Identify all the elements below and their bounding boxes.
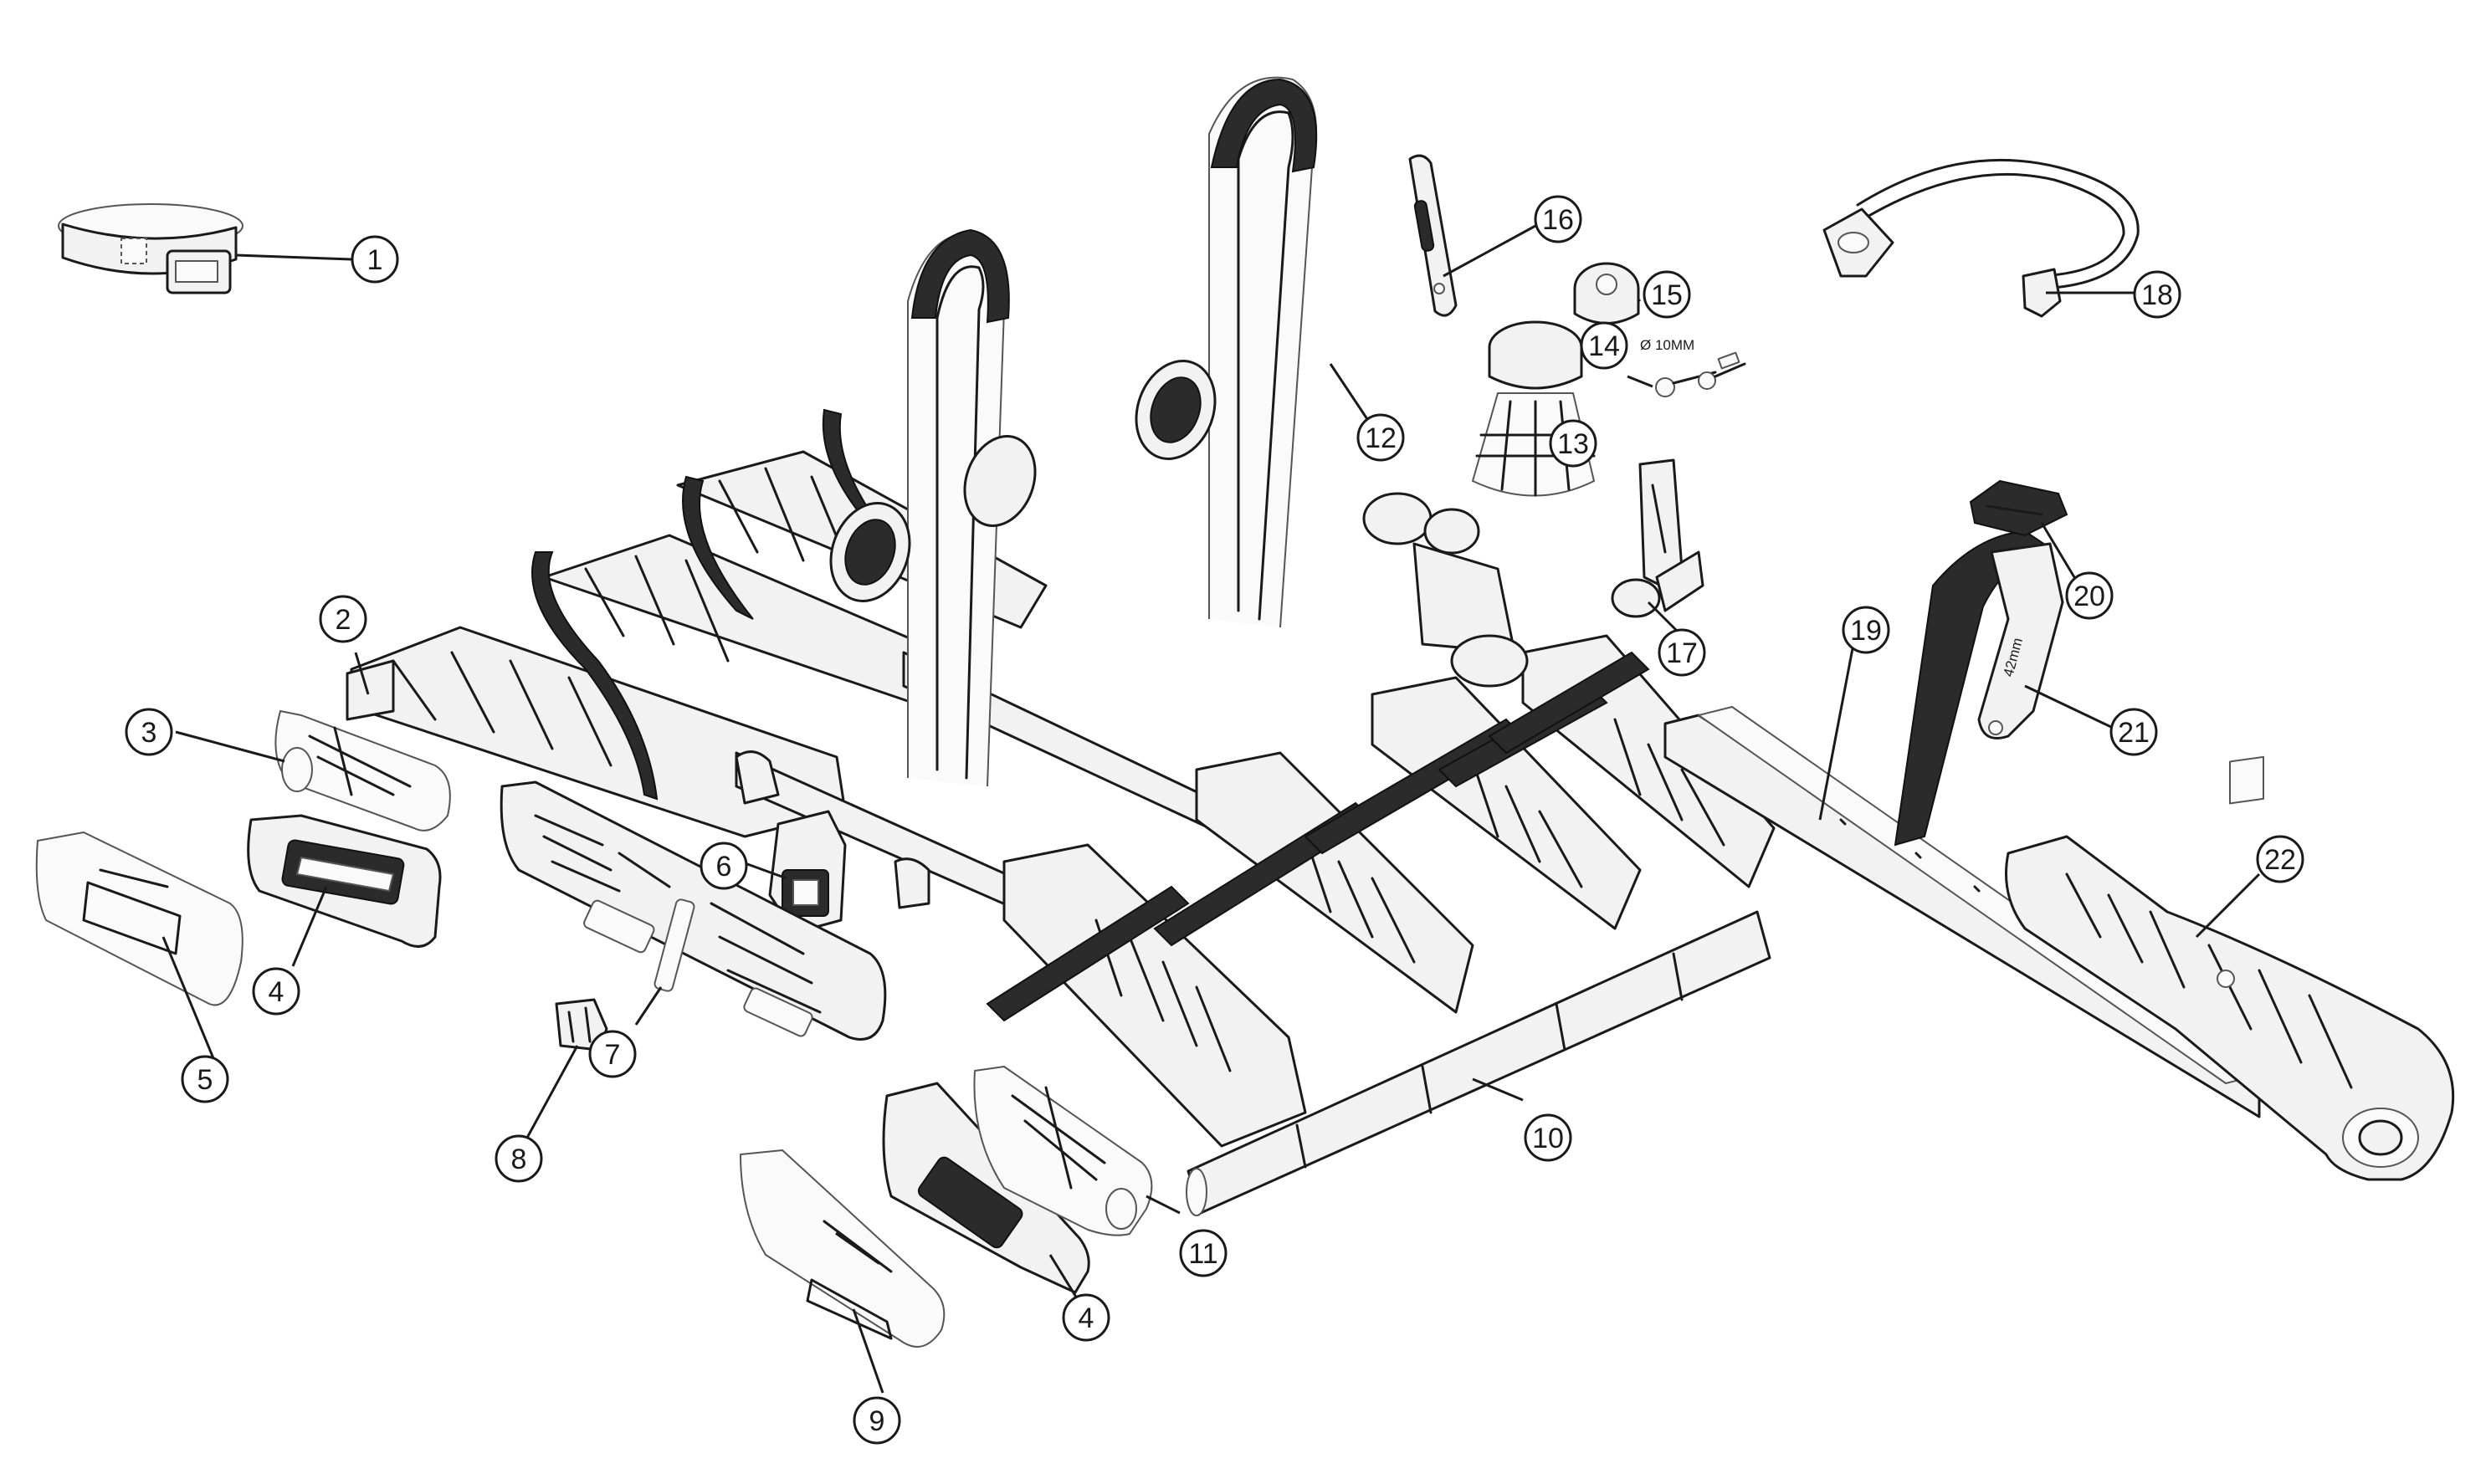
callout-circle — [1658, 628, 1706, 677]
callout-7: 7 — [588, 1030, 637, 1078]
callout-circle — [1842, 606, 1890, 654]
callout-circle — [2133, 270, 2181, 319]
callout-17: 17 — [1658, 628, 1706, 677]
part-knob-cap — [1573, 262, 1640, 325]
part-cable-lock — [1822, 158, 2140, 318]
callout-5: 5 — [181, 1055, 229, 1103]
callout-circle — [2109, 708, 2158, 756]
callout-circle — [1062, 1293, 1110, 1342]
callout-circle — [252, 967, 300, 1016]
callout-14: 14 — [1580, 321, 1628, 370]
callout-number: 20 — [2073, 581, 2105, 612]
callout-circle — [1524, 1113, 1572, 1162]
callout-number: 18 — [2141, 279, 2173, 311]
callout-2: 2 — [319, 595, 367, 643]
part-strap-loop — [58, 203, 243, 294]
callout-number: 13 — [1557, 428, 1589, 460]
leader-lines — [161, 224, 2261, 1394]
callout-number: 9 — [869, 1405, 885, 1437]
callout-number: 4 — [269, 976, 284, 1008]
callout-16: 16 — [1534, 195, 1582, 243]
part-light-unit-right — [882, 1082, 1090, 1294]
callout-circle — [351, 235, 399, 284]
callout-circle — [700, 842, 748, 890]
part-light-unit-left — [247, 814, 442, 948]
callout-13: 13 — [1549, 419, 1597, 468]
callout-22: 22 — [2256, 835, 2304, 883]
callout-circle — [1179, 1229, 1228, 1277]
part-lever-handle — [1611, 458, 1704, 618]
callout-9: 9 — [853, 1396, 901, 1445]
part-light-cover-left — [35, 832, 243, 1006]
part-light-housing-left — [274, 710, 451, 832]
part-keys — [1655, 351, 1746, 397]
callout-number: 12 — [1365, 422, 1397, 454]
callout-21: 21 — [2109, 708, 2158, 756]
callout-10: 10 — [1524, 1113, 1572, 1162]
callout-circle — [2065, 571, 2114, 620]
callout-4: 4 — [252, 967, 300, 1016]
part-strap-buckle — [1969, 479, 2068, 537]
callout-circle — [1643, 270, 1691, 319]
part-connector — [768, 810, 847, 934]
callout-circle — [2256, 835, 2304, 883]
callout-number: 7 — [605, 1039, 621, 1071]
callout-number: 22 — [2264, 844, 2296, 876]
part-small-clip — [555, 998, 608, 1052]
callout-6: 6 — [700, 842, 748, 890]
callout-number: 21 — [2118, 717, 2150, 749]
callout-number: 16 — [1542, 204, 1574, 236]
callout-number: 3 — [141, 717, 157, 749]
callout-number: 6 — [716, 851, 732, 883]
callout-circle — [588, 1030, 637, 1078]
callout-circle — [1580, 321, 1628, 370]
callout-1: 1 — [351, 235, 399, 284]
callout-19: 19 — [1842, 606, 1890, 654]
callout-number: 2 — [336, 604, 351, 636]
part-lock-cylinder — [1472, 320, 1596, 497]
key-size-annotation: Ø 10MM — [1640, 337, 1694, 353]
callout-circle — [181, 1055, 229, 1103]
callout-18: 18 — [2133, 270, 2181, 319]
callout-number: 19 — [1850, 615, 1882, 647]
part-wheel-tray — [2005, 835, 2455, 1181]
callout-11: 11 — [1179, 1229, 1228, 1277]
callout-circle — [1534, 195, 1582, 243]
callout-number: 1 — [367, 244, 383, 276]
callout-number: 5 — [197, 1064, 213, 1096]
callout-8: 8 — [495, 1134, 543, 1183]
callout-circle — [853, 1396, 901, 1445]
callout-circle — [125, 708, 173, 756]
part-main-rack-assembly — [346, 76, 1776, 1216]
callout-number: 14 — [1588, 330, 1620, 362]
callout-number: 17 — [1666, 637, 1698, 669]
callout-circle — [319, 595, 367, 643]
callout-circle — [495, 1134, 543, 1183]
callout-3: 3 — [125, 708, 173, 756]
part-small-strap — [1408, 154, 1458, 317]
callout-4: 4 — [1062, 1293, 1110, 1342]
callout-number: 15 — [1651, 279, 1683, 311]
callout-circle — [1356, 413, 1405, 462]
callout-number: 11 — [1188, 1238, 1217, 1270]
callout-number: 4 — [1079, 1302, 1094, 1334]
callout-number: 8 — [511, 1144, 527, 1175]
callout-circle — [1549, 419, 1597, 468]
part-number-plate — [500, 780, 887, 1041]
part-long-strap: 42mm — [1894, 530, 2064, 847]
callout-number: 10 — [1532, 1123, 1564, 1154]
part-light-housing-right — [973, 1066, 1153, 1236]
callout-15: 15 — [1643, 270, 1691, 319]
callout-12: 12 — [1356, 413, 1405, 462]
callout-20: 20 — [2065, 571, 2114, 620]
part-light-cover-right — [740, 1149, 946, 1348]
